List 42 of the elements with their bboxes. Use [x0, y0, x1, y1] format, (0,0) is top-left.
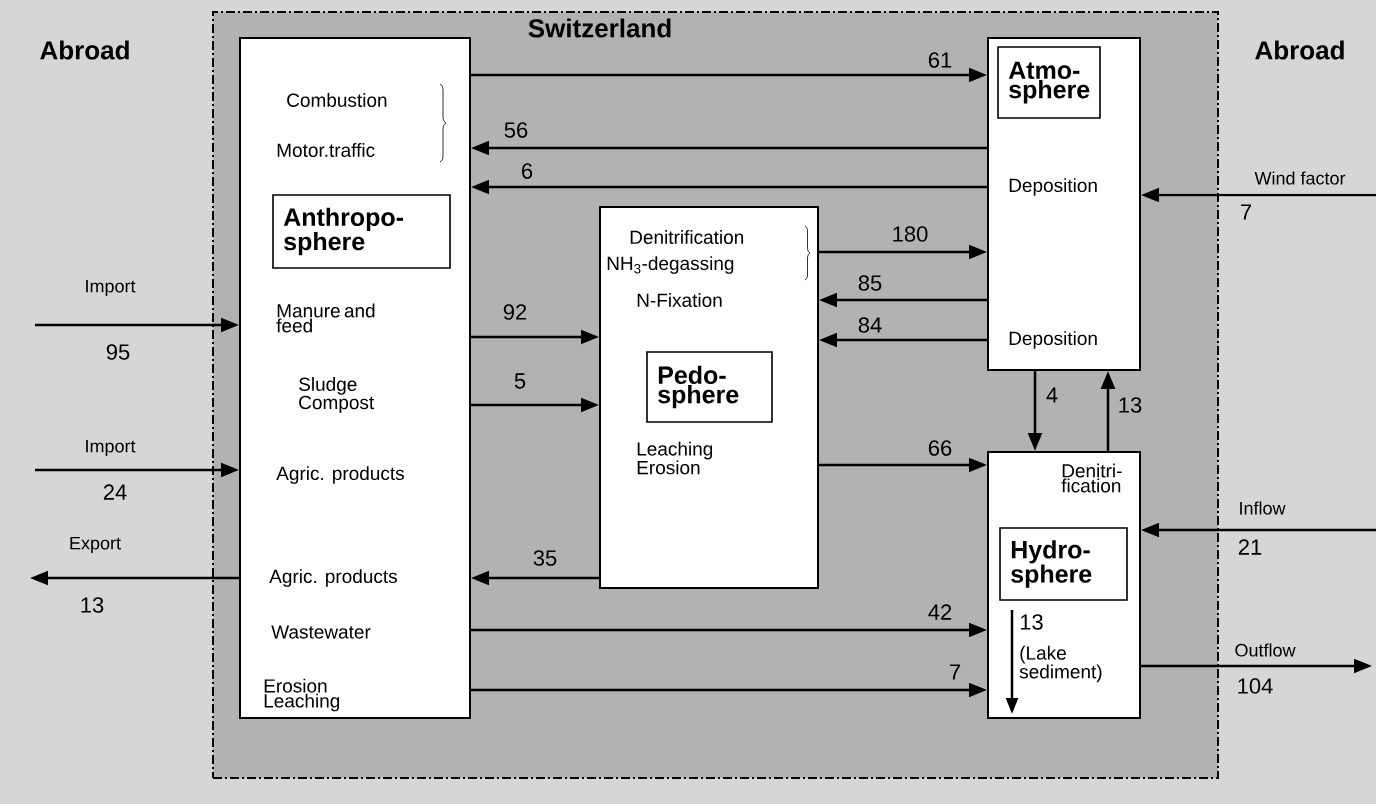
- edge-label: 21: [1236, 538, 1264, 556]
- edge-label: 56: [502, 121, 530, 139]
- region-label: Abroad: [38, 39, 132, 61]
- sphere-heading-box: Atmo- sphere: [997, 46, 1101, 119]
- process-label: Wastewater: [271, 625, 371, 639]
- process-label: Sludge Compost: [299, 377, 375, 413]
- process-label: Agric. products: [269, 569, 397, 587]
- edge-label: 61: [926, 51, 954, 69]
- edge-label: 95: [104, 343, 132, 361]
- flow-name: Outflow: [1233, 642, 1297, 658]
- flow-name: Wind factor: [1253, 170, 1347, 186]
- edge-label: 84: [856, 316, 884, 334]
- edge-label: 66: [926, 439, 954, 457]
- region-label: Abroad: [1253, 39, 1347, 61]
- edge-label: 13: [78, 596, 106, 614]
- edge-label: 85: [856, 274, 884, 292]
- edge-label: 92: [501, 303, 529, 321]
- edge-label: 42: [926, 603, 954, 621]
- process-label: Denitri- fication: [1061, 463, 1122, 493]
- flow-name: Inflow: [1237, 500, 1287, 516]
- sphere-heading-box: Pedo- sphere: [646, 351, 773, 423]
- edge-label: 180: [890, 225, 930, 243]
- flow-value: 13: [1020, 614, 1043, 630]
- process-label: Denitrification: [630, 230, 744, 244]
- edge-label: 24: [101, 483, 129, 501]
- region-title: Switzerland: [528, 18, 671, 38]
- edge-label: 104: [1235, 677, 1275, 695]
- process-label: Motor.traffic: [277, 143, 375, 157]
- edge-label: 13: [1116, 396, 1144, 414]
- sphere-heading-box: Anthropo- sphere: [272, 194, 451, 269]
- process-label: Agric. products: [276, 466, 404, 484]
- sphere-heading-box: Hydro- sphere: [999, 527, 1128, 601]
- process-label: NH$_{3}$-degassing: [607, 256, 734, 274]
- process-label: Combustion: [287, 93, 387, 107]
- process-label: N-Fixation: [637, 293, 722, 307]
- process-label: Deposition: [1009, 178, 1097, 196]
- process-label: Leaching Erosion: [637, 441, 713, 475]
- process-label: Manure and feed: [276, 303, 375, 333]
- process-label: (Lake sediment): [1019, 645, 1102, 683]
- edge-label: 35: [531, 549, 559, 567]
- process-label: Erosion Leaching: [264, 678, 340, 712]
- process-label: Deposition: [1009, 331, 1097, 349]
